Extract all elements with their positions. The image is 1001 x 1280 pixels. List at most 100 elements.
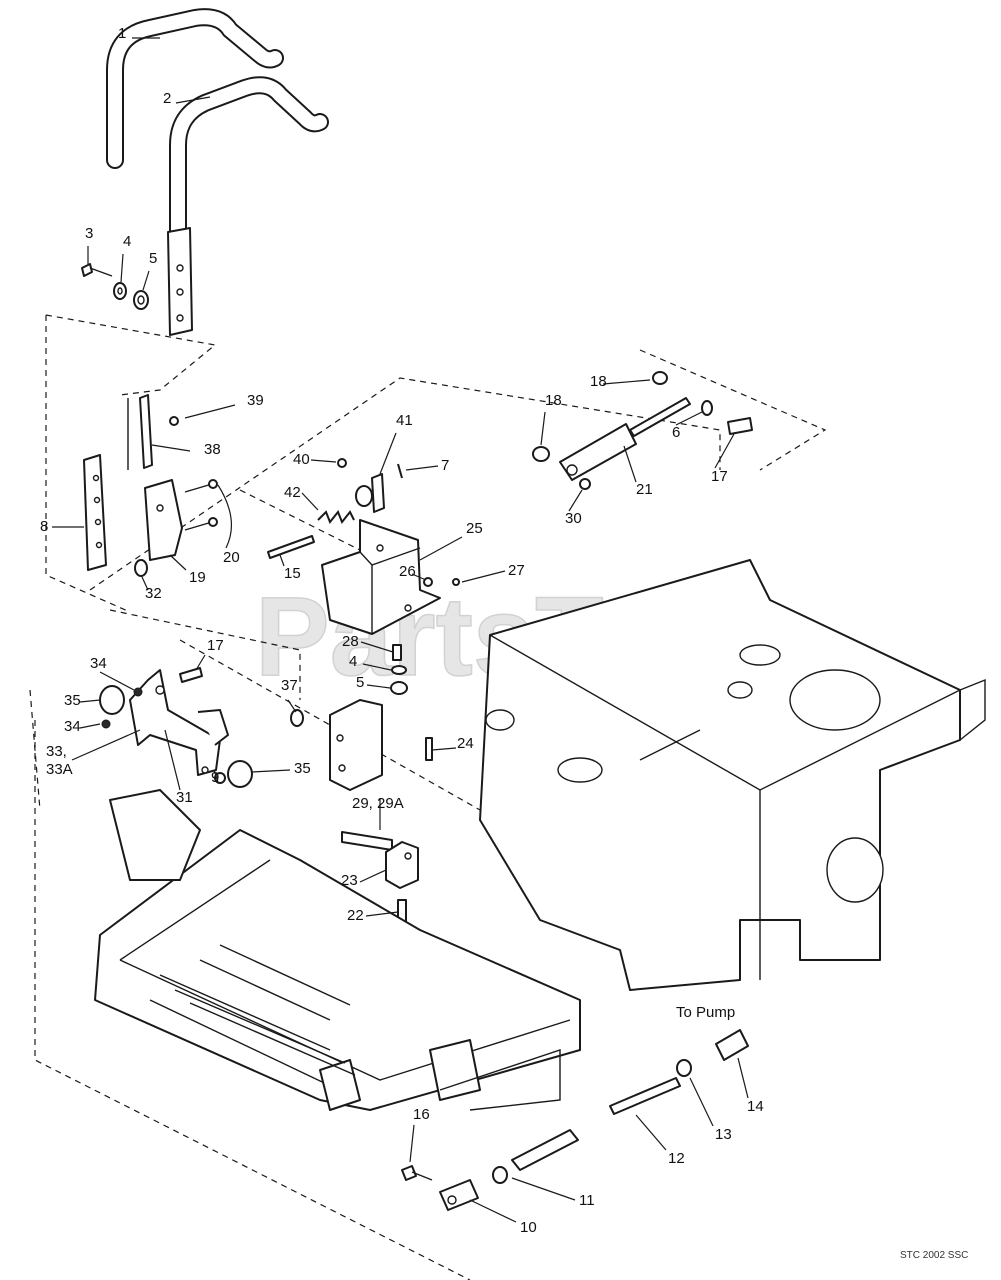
callout-c20: 20 (223, 549, 240, 566)
rod-end-14 (715, 1029, 749, 1061)
callout-c29: 29, 29A (352, 795, 404, 812)
bushing-5 (133, 290, 149, 310)
rod-12 (609, 1077, 681, 1115)
callout-c21: 21 (636, 481, 653, 498)
washer-4 (113, 282, 127, 300)
callout-c25: 25 (466, 520, 483, 537)
callout-c41: 41 (396, 412, 413, 429)
callout-c30: 30 (565, 510, 582, 527)
callout-c42: 42 (284, 484, 301, 501)
callout-c22: 22 (347, 907, 364, 924)
clip-37 (290, 709, 304, 727)
washer-40 (337, 458, 347, 468)
callout-c33a: 33A (46, 761, 73, 778)
spring-42 (317, 510, 355, 524)
callout-c2: 2 (163, 90, 171, 107)
callout-c6: 6 (672, 424, 680, 441)
callout-c3: 3 (85, 225, 93, 242)
bushing-35b (227, 760, 253, 788)
chassis-frame (479, 559, 986, 991)
end-cap-18a (652, 371, 668, 385)
callout-c4b: 4 (349, 653, 357, 670)
callout-c38: 38 (204, 441, 221, 458)
bolts-20 (184, 479, 218, 531)
callout-c31: 31 (176, 789, 193, 806)
nut-11 (492, 1166, 508, 1184)
callout-c32: 32 (145, 585, 162, 602)
control-linkage-33 (129, 669, 229, 776)
nut-34b (101, 719, 111, 729)
callout-c35b: 35 (294, 760, 311, 777)
assembly-outlines (29, 314, 827, 1280)
callout-c5b: 5 (356, 674, 364, 691)
callout-c23: 23 (341, 872, 358, 889)
callout-c4: 4 (123, 233, 131, 250)
pin-7 (397, 463, 403, 479)
bolt-16 (401, 1165, 433, 1181)
callout-c12: 12 (668, 1150, 685, 1167)
spacer-32 (134, 559, 148, 577)
deck-tread-pattern (159, 944, 356, 1076)
nut-13 (676, 1059, 692, 1077)
rod-11 (511, 1129, 579, 1171)
strap-38 (127, 394, 153, 470)
pivot-block-23 (385, 841, 419, 889)
callout-c24: 24 (457, 735, 474, 752)
plate-29 (329, 699, 383, 791)
bolt-3 (81, 263, 113, 277)
callout-c8: 8 (40, 518, 48, 535)
callout-c40: 40 (293, 451, 310, 468)
bolt-24 (425, 737, 433, 761)
end-cap-18b (532, 446, 550, 462)
callout-c7: 7 (441, 457, 449, 474)
callout-c9: 9 (211, 769, 219, 786)
callout-c10: 10 (520, 1219, 537, 1236)
bolt-17a (727, 417, 753, 435)
callout-c16: 16 (413, 1106, 430, 1123)
callout-c33: 33, (46, 743, 67, 760)
callout-c1: 1 (118, 25, 126, 42)
callout-c27: 27 (508, 562, 525, 579)
callout-c26: 26 (399, 563, 416, 580)
shaft-29 (341, 831, 393, 851)
callout-c18b: 18 (545, 392, 562, 409)
gas-spring-21 (559, 397, 691, 481)
nut-30 (579, 478, 591, 490)
nut-34a (133, 687, 143, 697)
callout-c13: 13 (715, 1126, 732, 1143)
callout-c19: 19 (189, 569, 206, 586)
callout-c17b: 17 (207, 637, 224, 654)
callout-c28: 28 (342, 633, 359, 650)
handle-bar-1 (106, 8, 284, 169)
bolt-28 (392, 644, 402, 661)
foot-deck (94, 789, 581, 1111)
bolt-17b (179, 667, 203, 683)
callout-c5: 5 (149, 250, 157, 267)
callout-c14: 14 (747, 1098, 764, 1115)
callout-c37: 37 (281, 677, 298, 694)
callout-c39: 39 (247, 392, 264, 409)
callout-c34a: 34 (90, 655, 107, 672)
callout-c11: 11 (579, 1192, 595, 1209)
mount-bracket-25 (321, 519, 441, 635)
handle-bar-2 (167, 76, 329, 336)
bushing-35a (99, 685, 125, 715)
callout-c34b: 34 (64, 718, 81, 735)
to-pump-note: To Pump (676, 1004, 735, 1021)
pin-15 (267, 535, 315, 559)
screw-39 (169, 416, 179, 426)
rod-end-10 (439, 1179, 479, 1211)
washer-4b (391, 665, 407, 675)
bolt-27 (452, 578, 460, 586)
washer-6 (701, 400, 713, 416)
bracket-41 (355, 473, 385, 513)
mount-bracket-8 (83, 454, 107, 571)
drawing-reference: STC 2002 SSC (900, 1250, 968, 1261)
callout-c35a: 35 (64, 692, 81, 709)
leader-lines (52, 37, 749, 1223)
callout-c15: 15 (284, 565, 301, 582)
plate-19 (144, 479, 183, 561)
callout-c17a: 17 (711, 468, 728, 485)
